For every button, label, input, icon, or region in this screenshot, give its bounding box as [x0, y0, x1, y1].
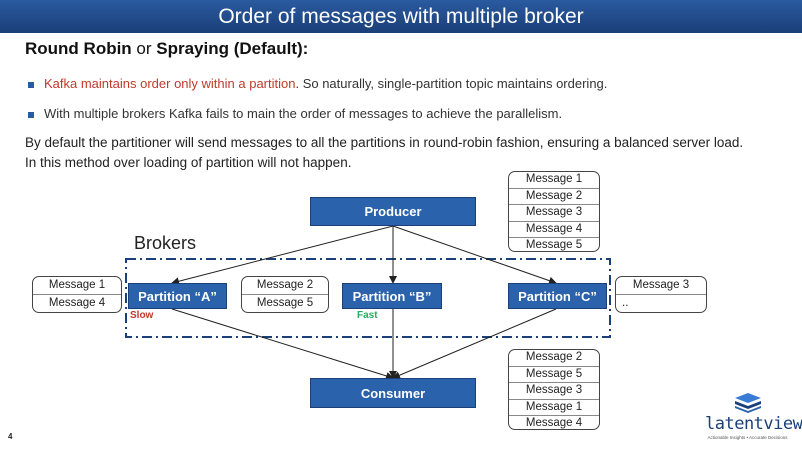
queue-item: Message 3: [509, 205, 599, 222]
queue-item: Message 5: [525, 239, 583, 251]
heading-part-3: Spraying (Default):: [156, 39, 309, 58]
slide-title: Order of messages with multiple broker: [0, 0, 802, 33]
queue-item: Message 4: [525, 417, 583, 429]
paragraph-line-1: By default the partitioner will send mes…: [25, 135, 744, 150]
queue-item: Message 5: [509, 367, 599, 383]
heading-part-2: or: [136, 39, 157, 58]
heading-part-1: Round Robin: [25, 39, 137, 58]
queue-item: Message 4: [509, 222, 599, 238]
page-number: 4: [8, 432, 13, 441]
bullet-item-2: With multiple brokers Kafka fails to mai…: [28, 106, 562, 121]
producer-box: Producer: [310, 197, 476, 226]
bullet-1-text: . So naturally, single-partition topic m…: [295, 76, 608, 91]
slow-label: Slow: [130, 310, 154, 321]
arrow-a-to-consumer: [171, 308, 394, 380]
section-heading: Round Robin or Spraying (Default):: [25, 39, 308, 59]
producer-message-queue: Message 1 Message 2 Message 3 Message 4 …: [508, 171, 600, 252]
fast-label: Fast: [357, 310, 378, 321]
queue-item: Message 2: [509, 350, 599, 367]
queue-item: Message 2: [242, 277, 328, 295]
partition-b-box: Partition “B”: [342, 283, 442, 309]
queue-item: Message 5: [256, 297, 314, 309]
queue-item: ..: [622, 297, 629, 309]
partition-a-box: Partition “A”: [128, 283, 227, 309]
logo-wordmark: latentview: [705, 414, 802, 434]
partition-c-box: Partition “C”: [508, 283, 607, 309]
queue-item: Message 3: [509, 383, 599, 400]
bullet-square-icon: [28, 81, 34, 88]
brokers-label: Brokers: [134, 233, 197, 253]
bullet-1-highlight: Kafka maintains order only within a part…: [44, 76, 296, 91]
queue-item: Message 1: [509, 172, 599, 189]
bullet-item-1: Kafka maintains order only within a part…: [28, 76, 607, 91]
layered-cube-logo-icon: [735, 393, 761, 413]
arrow-c-to-consumer: [392, 308, 557, 379]
queue-item: Message 4: [48, 297, 106, 309]
logo-tagline: Actionable Insights • Accurate Decisions: [707, 435, 788, 440]
queue-item: Message 2: [509, 189, 599, 205]
queue-item: Message 1: [509, 400, 599, 416]
partition-a-message-queue: Message 1 Message 4: [32, 276, 122, 313]
description-paragraph: By default the partitioner will send mes…: [25, 133, 785, 173]
company-logo: latentview Actionable Insights • Accurat…: [705, 392, 802, 444]
partition-c-message-queue: Message 3 ..: [615, 276, 707, 313]
bullet-2-text: With multiple brokers Kafka fails to mai…: [44, 106, 563, 121]
brokers-boundary: [125, 258, 611, 338]
consumer-message-queue: Message 2 Message 5 Message 3 Message 1 …: [508, 349, 600, 430]
consumer-box: Consumer: [310, 378, 476, 408]
arrow-producer-to-c: [392, 225, 557, 285]
bullet-square-icon: [28, 111, 34, 118]
partition-b-message-queue: Message 2 Message 5: [241, 276, 329, 313]
paragraph-line-2: In this method over loading of partition…: [25, 155, 352, 170]
arrow-producer-to-a: [171, 225, 394, 286]
queue-item: Message 1: [33, 277, 121, 295]
queue-item: Message 3: [616, 277, 706, 295]
